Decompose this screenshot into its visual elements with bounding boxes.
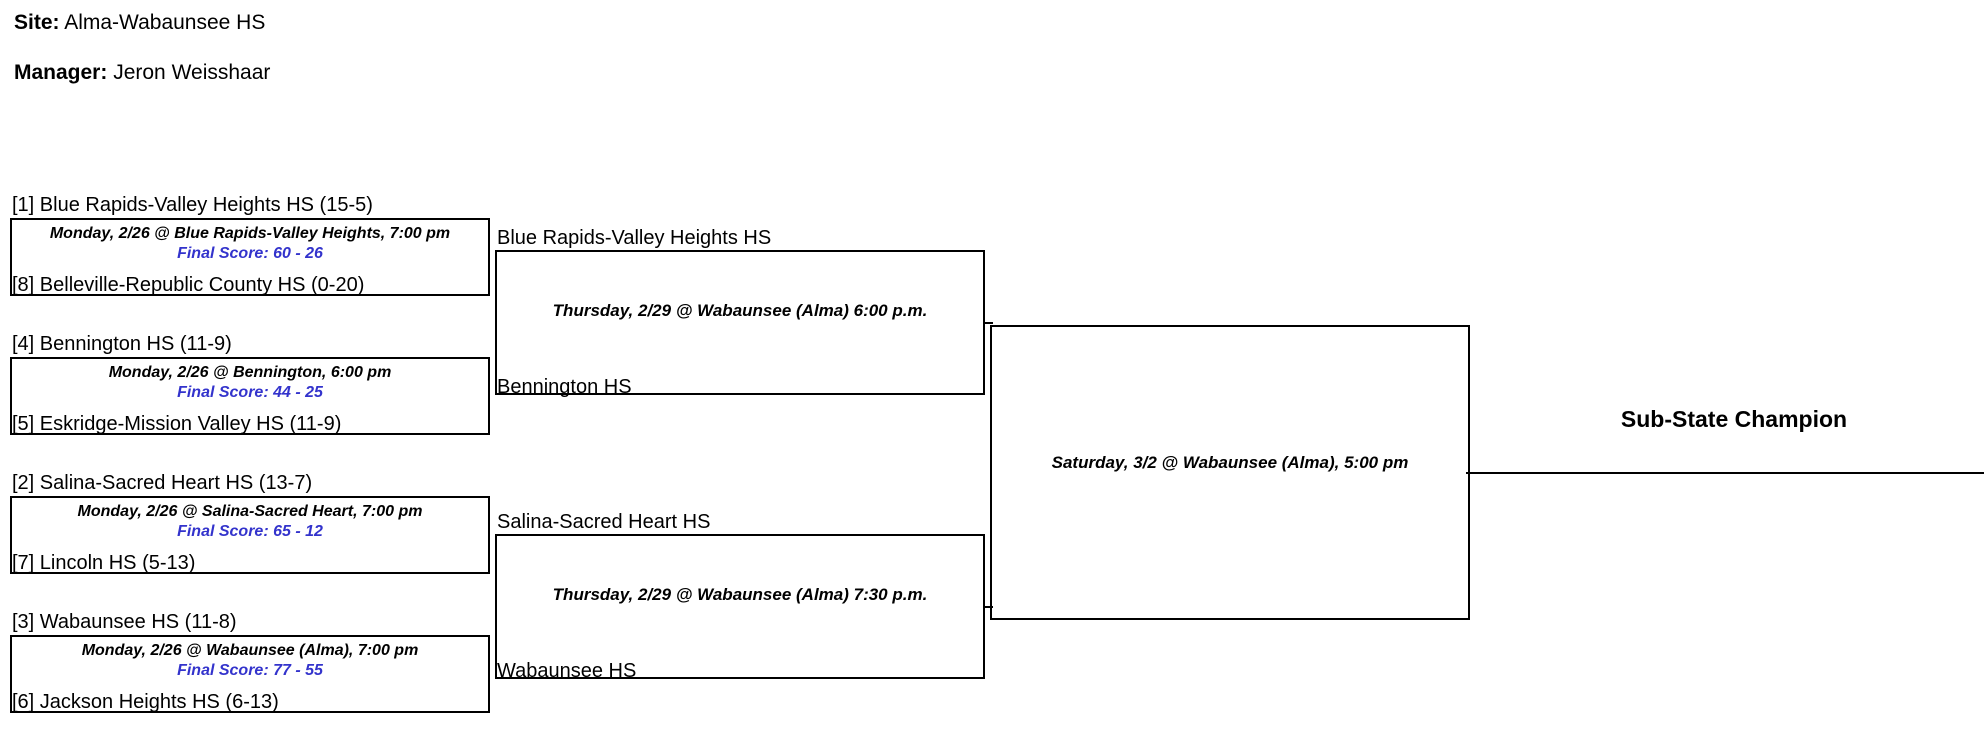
r1-g1-score: Final Score: 60 - 26 bbox=[177, 245, 323, 262]
r1-g1-box bbox=[10, 218, 490, 296]
r1-g2-box bbox=[10, 357, 490, 435]
site-label: Site: bbox=[14, 11, 60, 34]
r1-g3-when: Monday, 2/26 @ Salina-Sacred Heart, 7:00… bbox=[77, 503, 423, 520]
r1-g4-box bbox=[10, 635, 490, 713]
r1-g2-info: Monday, 2/26 @ Bennington, 6:00 pm Final… bbox=[10, 363, 490, 403]
r1-g2-top-team: [4] Bennington HS (11-9) bbox=[12, 333, 232, 355]
r1-g3-info: Monday, 2/26 @ Salina-Sacred Heart, 7:00… bbox=[10, 502, 490, 542]
r2-g1-box bbox=[495, 250, 985, 395]
r1-g4-score: Final Score: 77 - 55 bbox=[177, 662, 323, 679]
r1-g4-when: Monday, 2/26 @ Wabaunsee (Alma), 7:00 pm bbox=[81, 642, 419, 659]
r1-g2-when: Monday, 2/26 @ Bennington, 6:00 pm bbox=[108, 364, 392, 381]
final-when: Saturday, 3/2 @ Wabaunsee (Alma), 5:00 p… bbox=[1051, 453, 1409, 472]
site-value: Alma-Wabaunsee HS bbox=[64, 11, 266, 34]
r1-g2-score: Final Score: 44 - 25 bbox=[177, 384, 323, 401]
r1-g1-info: Monday, 2/26 @ Blue Rapids-Valley Height… bbox=[10, 224, 490, 264]
manager-label: Manager: bbox=[14, 61, 108, 84]
r2-g1-top-team: Blue Rapids-Valley Heights HS bbox=[497, 227, 772, 249]
r1-g4-bottom-team: [6] Jackson Heights HS (6-13) bbox=[12, 691, 279, 713]
r2-g2-bottom-team: Wabaunsee HS bbox=[497, 660, 637, 682]
r1-g2-bottom-team: [5] Eskridge-Mission Valley HS (11-9) bbox=[12, 413, 342, 435]
r2-g1-when: Thursday, 2/29 @ Wabaunsee (Alma) 6:00 p… bbox=[552, 301, 928, 320]
r1-g3-top-team: [2] Salina-Sacred Heart HS (13-7) bbox=[12, 472, 313, 494]
r1-g1-bottom-team: [8] Belleville-Republic County HS (0-20) bbox=[12, 274, 365, 296]
r1-g3-bottom-team: [7] Lincoln HS (5-13) bbox=[12, 552, 196, 574]
champion-label: Sub-State Champion bbox=[1620, 406, 1848, 432]
r1-g4-info: Monday, 2/26 @ Wabaunsee (Alma), 7:00 pm… bbox=[10, 641, 490, 681]
r1-g3-score: Final Score: 65 - 12 bbox=[177, 523, 323, 540]
r2-g1-connector bbox=[985, 322, 993, 324]
manager-value: Jeron Weisshaar bbox=[113, 61, 271, 84]
champion-rule bbox=[1466, 472, 1984, 474]
r2-g2-top-team: Salina-Sacred Heart HS bbox=[497, 511, 711, 533]
r2-g2-box bbox=[495, 534, 985, 679]
manager-line: Manager: Jeron Weisshaar bbox=[14, 60, 270, 86]
r1-g1-top-team: [1] Blue Rapids-Valley Heights HS (15-5) bbox=[12, 194, 373, 216]
r1-g1-when: Monday, 2/26 @ Blue Rapids-Valley Height… bbox=[49, 225, 451, 242]
r1-g4-top-team: [3] Wabaunsee HS (11-8) bbox=[12, 611, 237, 633]
r1-g3-box bbox=[10, 496, 490, 574]
r2-g2-when: Thursday, 2/29 @ Wabaunsee (Alma) 7:30 p… bbox=[552, 585, 928, 604]
r2-g1-bottom-team: Bennington HS bbox=[497, 376, 632, 398]
site-line: Site: Alma-Wabaunsee HS bbox=[14, 10, 265, 36]
r2-g2-connector bbox=[985, 606, 993, 608]
